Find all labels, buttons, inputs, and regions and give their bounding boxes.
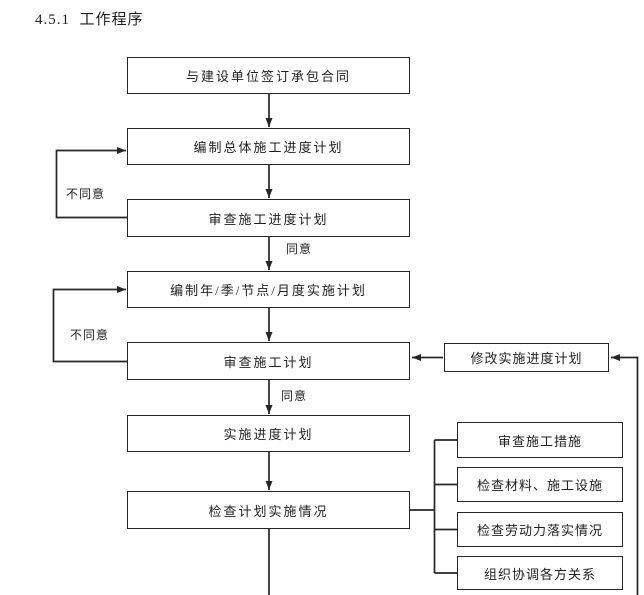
decision-label-agree-2: 同意	[281, 387, 308, 404]
flow-box-compile-overall-schedule: 编制总体施工进度计划	[127, 128, 410, 165]
loop-disagree-1	[55, 147, 127, 219]
flow-box-check-labor-implementation: 检查劳动力落实情况	[457, 512, 623, 547]
page-title: 4.5.1 工作程序	[35, 12, 144, 28]
flow-box-check-implementation: 检查计划实施情况	[127, 491, 410, 529]
flow-box-review-measures: 审查施工措施	[457, 422, 623, 458]
decision-label-disagree-1: 不同意	[66, 185, 106, 202]
decision-label-disagree-2: 不同意	[70, 326, 110, 343]
flow-box-check-materials-facilities: 检查材料、施工设施	[457, 467, 623, 502]
decision-label-agree-1: 同意	[286, 240, 313, 257]
flow-box-review-progress-schedule: 审查施工进度计划	[127, 199, 410, 237]
loop-feedback-to-revise	[611, 354, 639, 595]
flow-box-implement-schedule: 实施进度计划	[127, 415, 410, 452]
flow-box-compile-periodic-plans: 编制年/季/节点/月度实施计划	[127, 271, 410, 308]
flow-box-review-construction-plan: 审查施工计划	[127, 342, 410, 380]
flow-box-sign-contract: 与建设单位签订承包合同	[127, 57, 410, 94]
flow-box-revise-schedule: 修改实施进度计划	[444, 343, 609, 372]
flow-box-coordinate-parties: 组织协调各方关系	[457, 556, 623, 590]
loop-disagree-2	[52, 286, 127, 363]
